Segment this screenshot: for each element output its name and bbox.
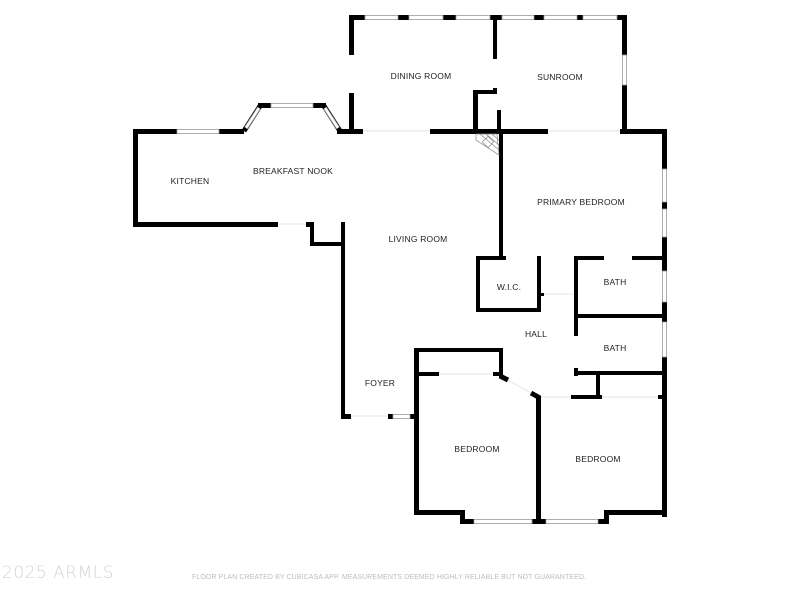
diagonal-walls: [241, 104, 542, 401]
walls: [133, 15, 667, 524]
room-label-bath-1: BATH: [603, 277, 627, 287]
room-label-dining-room: DINING ROOM: [390, 71, 452, 81]
bay-window-angled: [244, 106, 340, 130]
copyright-watermark: 2025 ARMLS: [2, 563, 115, 583]
room-label-primary-bedroom: PRIMARY BEDROOM: [537, 197, 625, 207]
room-label-sunroom: SUNROOM: [537, 72, 583, 82]
room-label-bedroom-1: BEDROOM: [454, 444, 500, 454]
stair-hatch: [475, 133, 500, 156]
room-label-breakfast-nook: BREAKFAST NOOK: [252, 166, 334, 176]
room-label-wic: W.I.C.: [496, 282, 522, 292]
room-label-kitchen: KITCHEN: [170, 176, 210, 186]
room-label-hall: HALL: [524, 329, 548, 339]
door-openings: [278, 130, 658, 417]
windows: [176, 15, 667, 524]
room-label-foyer: FOYER: [364, 378, 396, 388]
room-label-bath-2: BATH: [603, 343, 627, 353]
room-label-living-room: LIVING ROOM: [388, 234, 448, 244]
bay-window-angled-inner: [244, 107, 340, 129]
disclaimer-text: FLOOR PLAN CREATED BY CUBICASA APP. MEAS…: [192, 574, 587, 581]
room-label-bedroom-2: BEDROOM: [575, 454, 621, 464]
